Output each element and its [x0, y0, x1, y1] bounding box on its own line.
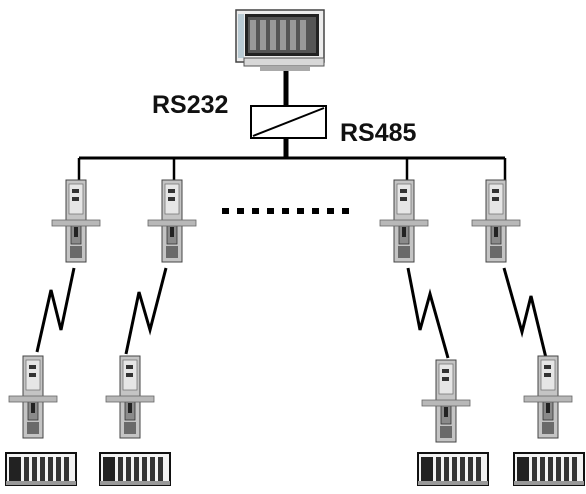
wireless-link-2	[124, 267, 168, 355]
remote-module-1	[8, 355, 58, 439]
remote-module-3	[421, 359, 471, 443]
plc-rack-1	[5, 452, 77, 486]
converter-box	[250, 71, 327, 157]
plc-rack-3	[417, 452, 489, 486]
rs485-label: RS485	[340, 119, 417, 147]
wireless-link-4	[502, 267, 548, 359]
remote-module-4	[523, 355, 573, 439]
computer-icon	[235, 9, 325, 71]
remote-module-2	[105, 355, 155, 439]
wireless-link-3	[406, 267, 450, 359]
bus-module-2	[147, 179, 197, 263]
plc-rack-4	[513, 452, 585, 486]
ellipsis-more-devices	[222, 208, 349, 214]
bus-line	[77, 156, 507, 182]
bus-module-4	[471, 179, 521, 263]
wireless-link-1	[35, 267, 76, 353]
bus-module-1	[51, 179, 101, 263]
rs232-label: RS232	[152, 91, 229, 119]
bus-module-3	[379, 179, 429, 263]
plc-rack-2	[99, 452, 171, 486]
